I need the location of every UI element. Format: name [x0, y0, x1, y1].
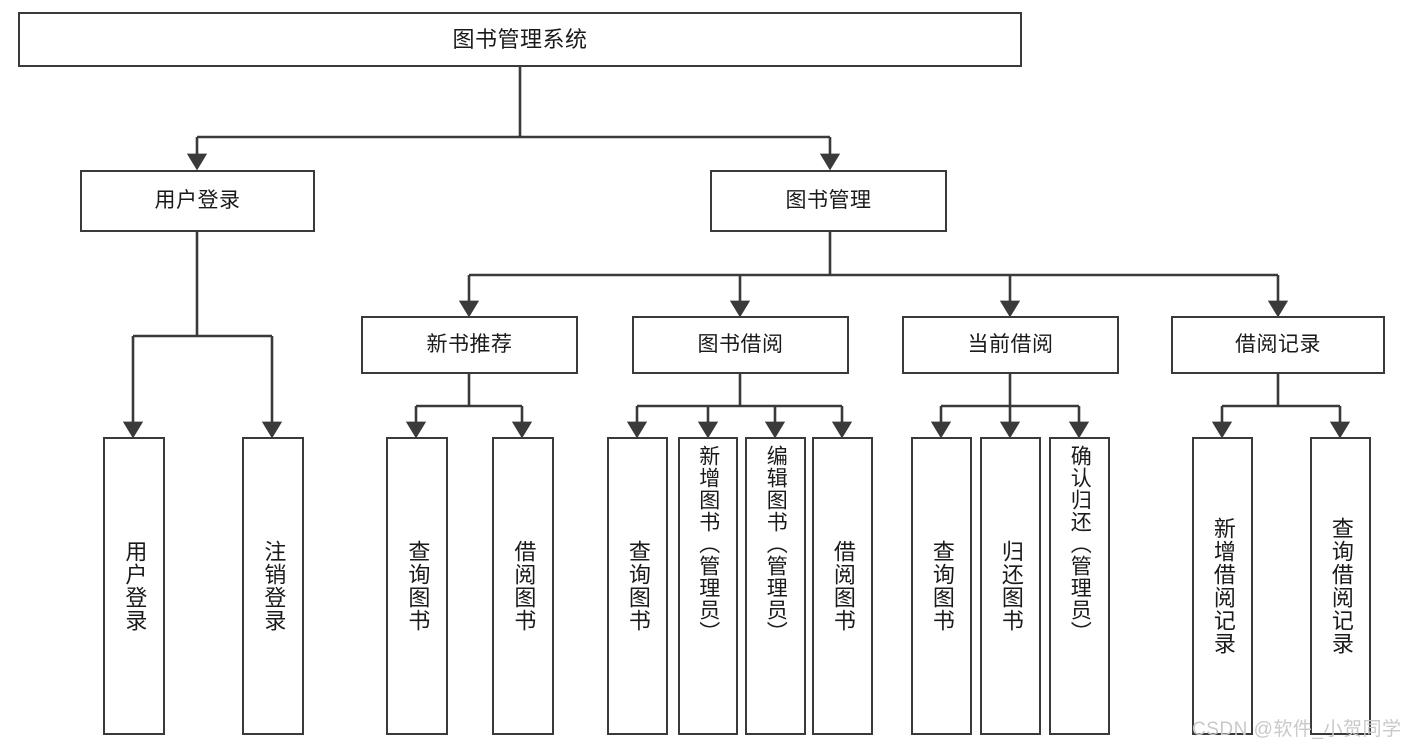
node-label: 确认归还（管理员）	[1068, 445, 1092, 643]
node-current-borrow[interactable]: 当前借阅	[902, 316, 1119, 374]
node-label: 图书管理系统	[452, 26, 588, 52]
leaf-query-book-borrow[interactable]: 查询图书	[607, 437, 668, 735]
node-label: 查询图书	[625, 540, 651, 632]
leaf-user-login[interactable]: 用户登录	[103, 437, 165, 735]
node-root-system[interactable]: 图书管理系统	[18, 12, 1022, 67]
node-label: 新增图书（管理员）	[696, 445, 720, 643]
leaf-add-borrow-record[interactable]: 新增借阅记录	[1192, 437, 1253, 735]
node-label: 注销登录	[261, 540, 287, 632]
leaf-query-borrow-record[interactable]: 查询借阅记录	[1310, 437, 1371, 735]
node-label: 图书借阅	[697, 332, 784, 356]
node-label: 查询借阅记录	[1328, 517, 1354, 655]
node-new-book-recommend[interactable]: 新书推荐	[361, 316, 578, 374]
node-label: 归还图书	[998, 540, 1024, 632]
leaf-confirm-return-admin[interactable]: 确认归还（管理员）	[1049, 437, 1110, 735]
node-label: 借阅图书	[511, 540, 537, 632]
node-label: 新书推荐	[426, 332, 513, 356]
node-borrow-record[interactable]: 借阅记录	[1171, 316, 1385, 374]
node-label: 用户登录	[154, 188, 241, 212]
csdn-watermark: CSDN @软件_小贺同学	[1192, 719, 1402, 740]
leaf-edit-book-admin[interactable]: 编辑图书（管理员）	[745, 437, 806, 735]
leaf-query-book-current[interactable]: 查询图书	[911, 437, 972, 735]
node-label: 借阅图书	[830, 540, 856, 632]
leaf-logout[interactable]: 注销登录	[242, 437, 304, 735]
node-label: 借阅记录	[1235, 332, 1321, 356]
leaf-return-book[interactable]: 归还图书	[980, 437, 1041, 735]
node-label: 查询图书	[405, 540, 431, 632]
leaf-borrow-book[interactable]: 借阅图书	[812, 437, 873, 735]
leaf-borrow-book-new[interactable]: 借阅图书	[492, 437, 554, 735]
node-label: 新增借阅记录	[1210, 517, 1236, 655]
leaf-add-book-admin[interactable]: 新增图书（管理员）	[678, 437, 738, 735]
node-book-management[interactable]: 图书管理	[710, 170, 947, 232]
node-label: 图书管理	[785, 188, 872, 212]
node-label: 用户登录	[122, 540, 148, 632]
node-label: 编辑图书（管理员）	[764, 445, 788, 643]
node-book-borrow[interactable]: 图书借阅	[632, 316, 849, 374]
node-label: 查询图书	[929, 540, 955, 632]
node-user-login[interactable]: 用户登录	[80, 170, 315, 232]
node-label: 当前借阅	[967, 332, 1054, 356]
leaf-query-book-new[interactable]: 查询图书	[386, 437, 448, 735]
